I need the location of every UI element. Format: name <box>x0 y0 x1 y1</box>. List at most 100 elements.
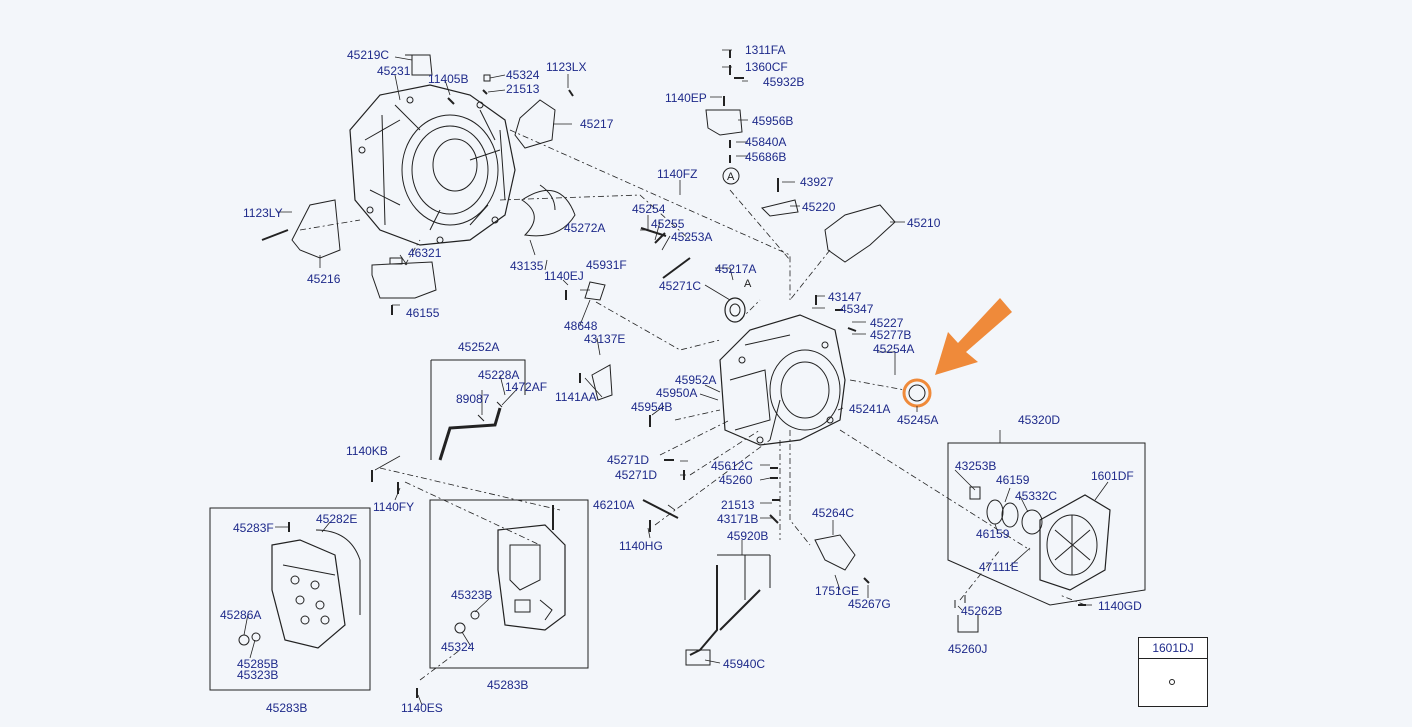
label-46321[interactable]: 46321 <box>408 246 442 260</box>
label-45332C[interactable]: 45332C <box>1015 489 1058 503</box>
bracket-45219C <box>411 54 433 76</box>
label-46159[interactable]: 46159 <box>996 473 1030 487</box>
oil-filter-45283B <box>271 539 346 649</box>
label-45282E[interactable]: 45282E <box>316 512 358 526</box>
label-45252A[interactable]: 45252A <box>458 340 500 354</box>
label-1140HG[interactable]: 1140HG <box>619 539 663 553</box>
label-45271C[interactable]: 45271C <box>659 279 702 293</box>
label-43137E[interactable]: 43137E <box>584 332 626 346</box>
label-45219C[interactable]: 45219C <box>347 48 390 62</box>
inset-part-dot <box>1169 679 1175 685</box>
label-45255[interactable]: 45255 <box>651 217 685 231</box>
label-45940C[interactable]: 45940C <box>723 657 766 671</box>
label-1140FZ[interactable]: 1140FZ <box>657 167 698 181</box>
label-45931F[interactable]: 45931F <box>586 258 627 272</box>
label-1140GD[interactable]: 1140GD <box>1098 599 1142 613</box>
highlight-arrow-icon <box>935 298 1012 375</box>
label-45254[interactable]: 45254 <box>632 202 666 216</box>
label-46210A[interactable]: 46210A <box>593 498 635 512</box>
label-1311FA[interactable]: 1311FA <box>745 43 786 57</box>
label-45245A[interactable]: 45245A <box>897 413 939 427</box>
label-45267G[interactable]: 45267G <box>848 597 891 611</box>
bracket-45210 <box>824 204 896 263</box>
label-45323B-2[interactable]: 45323B <box>451 588 493 602</box>
label-45271D[interactable]: 45271D <box>607 453 650 467</box>
label-46159-2[interactable]: 46159 <box>976 527 1010 541</box>
label-11405B[interactable]: 11405B <box>428 72 469 86</box>
label-45260[interactable]: 45260 <box>719 473 753 487</box>
label-45320D[interactable]: 45320D <box>1018 413 1061 427</box>
label-1751GE[interactable]: 1751GE <box>815 584 860 598</box>
label-45686B[interactable]: 45686B <box>745 150 787 164</box>
label-43171B[interactable]: 43171B <box>717 512 759 526</box>
label-45264C[interactable]: 45264C <box>812 506 855 520</box>
front-case-45231 <box>349 84 516 246</box>
strainer-46321 <box>371 261 437 299</box>
label-21513[interactable]: 21513 <box>506 82 540 96</box>
label-45220[interactable]: 45220 <box>802 200 836 214</box>
label-45283B[interactable]: 45283B <box>266 701 308 715</box>
label-21513-2[interactable]: 21513 <box>721 498 755 512</box>
label-45272A[interactable]: 45272A <box>564 221 606 235</box>
valve-body-45283B <box>497 524 566 631</box>
label-45262B[interactable]: 45262B <box>961 604 1003 618</box>
label-45231[interactable]: 45231 <box>377 64 411 78</box>
label-43253B[interactable]: 43253B <box>955 459 997 473</box>
label-47111E[interactable]: 47111E <box>979 560 1019 574</box>
label-1601DF[interactable]: 1601DF <box>1091 469 1134 483</box>
label-45954B[interactable]: 45954B <box>631 400 673 414</box>
label-45283B-2[interactable]: 45283B <box>487 678 529 692</box>
bracket-45216 <box>291 199 341 259</box>
label-45932B[interactable]: 45932B <box>763 75 805 89</box>
label-45277B[interactable]: 45277B <box>870 328 912 342</box>
label-89087[interactable]: 89087 <box>456 392 490 406</box>
label-45323B[interactable]: 45323B <box>237 668 279 682</box>
label-1140EP[interactable]: 1140EP <box>665 91 707 105</box>
label-1140KB[interactable]: 1140KB <box>346 444 388 458</box>
label-45283F[interactable]: 45283F <box>233 521 274 535</box>
label-45241A[interactable]: 45241A <box>849 402 891 416</box>
label-45324-2[interactable]: 45324 <box>441 640 475 654</box>
ref-marker-A: A <box>727 171 735 183</box>
bracket-45217 <box>514 99 556 149</box>
label-1140ES[interactable]: 1140ES <box>401 701 443 715</box>
label-43147[interactable]: 43147 <box>828 290 862 304</box>
label-45227[interactable]: 45227 <box>870 316 904 330</box>
label-45210[interactable]: 45210 <box>907 216 941 230</box>
label-1123LY[interactable]: 1123LY <box>243 206 283 220</box>
label-45217[interactable]: 45217 <box>580 117 614 131</box>
cover-1601DF <box>1039 494 1111 591</box>
label-43927[interactable]: 43927 <box>800 175 834 189</box>
label-1140FY[interactable]: 1140FY <box>373 500 415 514</box>
label-1123LX[interactable]: 1123LX <box>546 60 587 74</box>
label-45612C[interactable]: 45612C <box>711 459 754 473</box>
label-45285B[interactable]: 45285B <box>237 657 279 671</box>
label-1360CF[interactable]: 1360CF <box>745 60 788 74</box>
ref-marker-A2: A <box>744 278 752 290</box>
label-45271D-2[interactable]: 45271D <box>615 468 658 482</box>
label-45920B[interactable]: 45920B <box>727 529 769 543</box>
label-45840A[interactable]: 45840A <box>745 135 787 149</box>
label-45260J[interactable]: 45260J <box>948 642 988 656</box>
label-45228A[interactable]: 45228A <box>478 368 520 382</box>
inset-box-1601DJ[interactable]: 1601DJ <box>1138 637 1208 707</box>
label-45253A[interactable]: 45253A <box>671 230 713 244</box>
label-45347[interactable]: 45347 <box>840 302 874 316</box>
cover-45272A <box>521 190 576 237</box>
label-45254A[interactable]: 45254A <box>873 342 915 356</box>
label-45324[interactable]: 45324 <box>506 68 540 82</box>
label-46155[interactable]: 46155 <box>406 306 440 320</box>
label-45286A[interactable]: 45286A <box>220 608 262 622</box>
label-1140EJ[interactable]: 1140EJ <box>544 269 584 283</box>
transaxle-case-45241A <box>719 314 846 446</box>
label-45950A[interactable]: 45950A <box>656 386 698 400</box>
label-45217A[interactable]: 45217A <box>715 262 757 276</box>
label-45956B[interactable]: 45956B <box>752 114 794 128</box>
label-45216[interactable]: 45216 <box>307 272 341 286</box>
label-45952A[interactable]: 45952A <box>675 373 717 387</box>
label-48648[interactable]: 48648 <box>564 319 598 333</box>
label-1472AF[interactable]: 1472AF <box>505 380 548 394</box>
label-1141AA[interactable]: 1141AA <box>555 390 597 404</box>
label-43135[interactable]: 43135 <box>510 259 544 273</box>
